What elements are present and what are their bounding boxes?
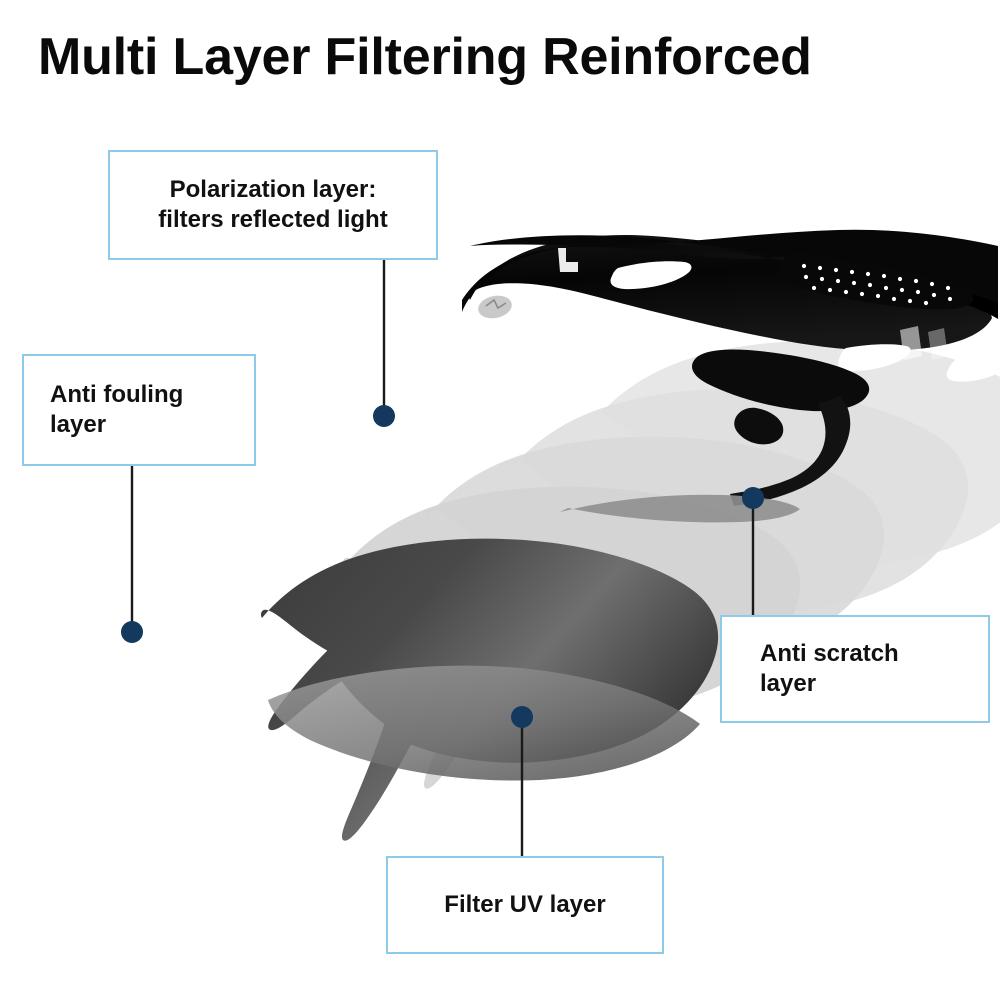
frame-brand-badge xyxy=(478,295,512,319)
frame-nose-bridge xyxy=(734,407,784,445)
frame-grip-perforations xyxy=(801,263,953,306)
frame-bracket-detail xyxy=(900,326,922,360)
callout-polarization-layer: Polarization layer: filters reflected li… xyxy=(108,150,438,260)
callout-filter-uv-layer: Filter UV layer xyxy=(386,856,664,954)
frame-vent-slot-2 xyxy=(838,344,911,372)
frame-lower-rim xyxy=(692,349,870,412)
frame-ear-grip xyxy=(779,252,974,310)
lens-layer-1 xyxy=(260,538,719,841)
frame-bracket-detail-2 xyxy=(928,328,948,360)
callout-anti-scratch-layer: Anti scratch layer xyxy=(720,615,990,723)
callout-anti-fouling-layer: Anti fouling layer xyxy=(22,354,256,466)
callout-anti-fouling-label: Anti fouling layer xyxy=(50,381,184,438)
callout-anti-scratch-label: Anti scratch layer xyxy=(760,640,899,697)
frame-vent-slot-1 xyxy=(610,261,692,290)
frame-brand-mark xyxy=(485,298,507,310)
frame-screw-2 xyxy=(531,284,537,290)
frame-arm-top-edge xyxy=(470,229,998,303)
lens-rim-edge xyxy=(560,494,800,523)
page-title: Multi Layer Filtering Reinforced xyxy=(38,28,812,86)
lens-highlight xyxy=(268,665,700,781)
frame-hinge xyxy=(558,248,578,272)
lens-layer-stack xyxy=(260,340,1000,841)
callout-polarization-label: Polarization layer: filters reflected li… xyxy=(158,176,388,233)
frame-brow-bar xyxy=(469,234,992,351)
frame-vent-slot-3 xyxy=(946,354,996,382)
callout-filter-uv-label: Filter UV layer xyxy=(444,891,606,918)
frame-screw-1 xyxy=(513,285,519,291)
sunglasses-frame xyxy=(462,229,998,506)
